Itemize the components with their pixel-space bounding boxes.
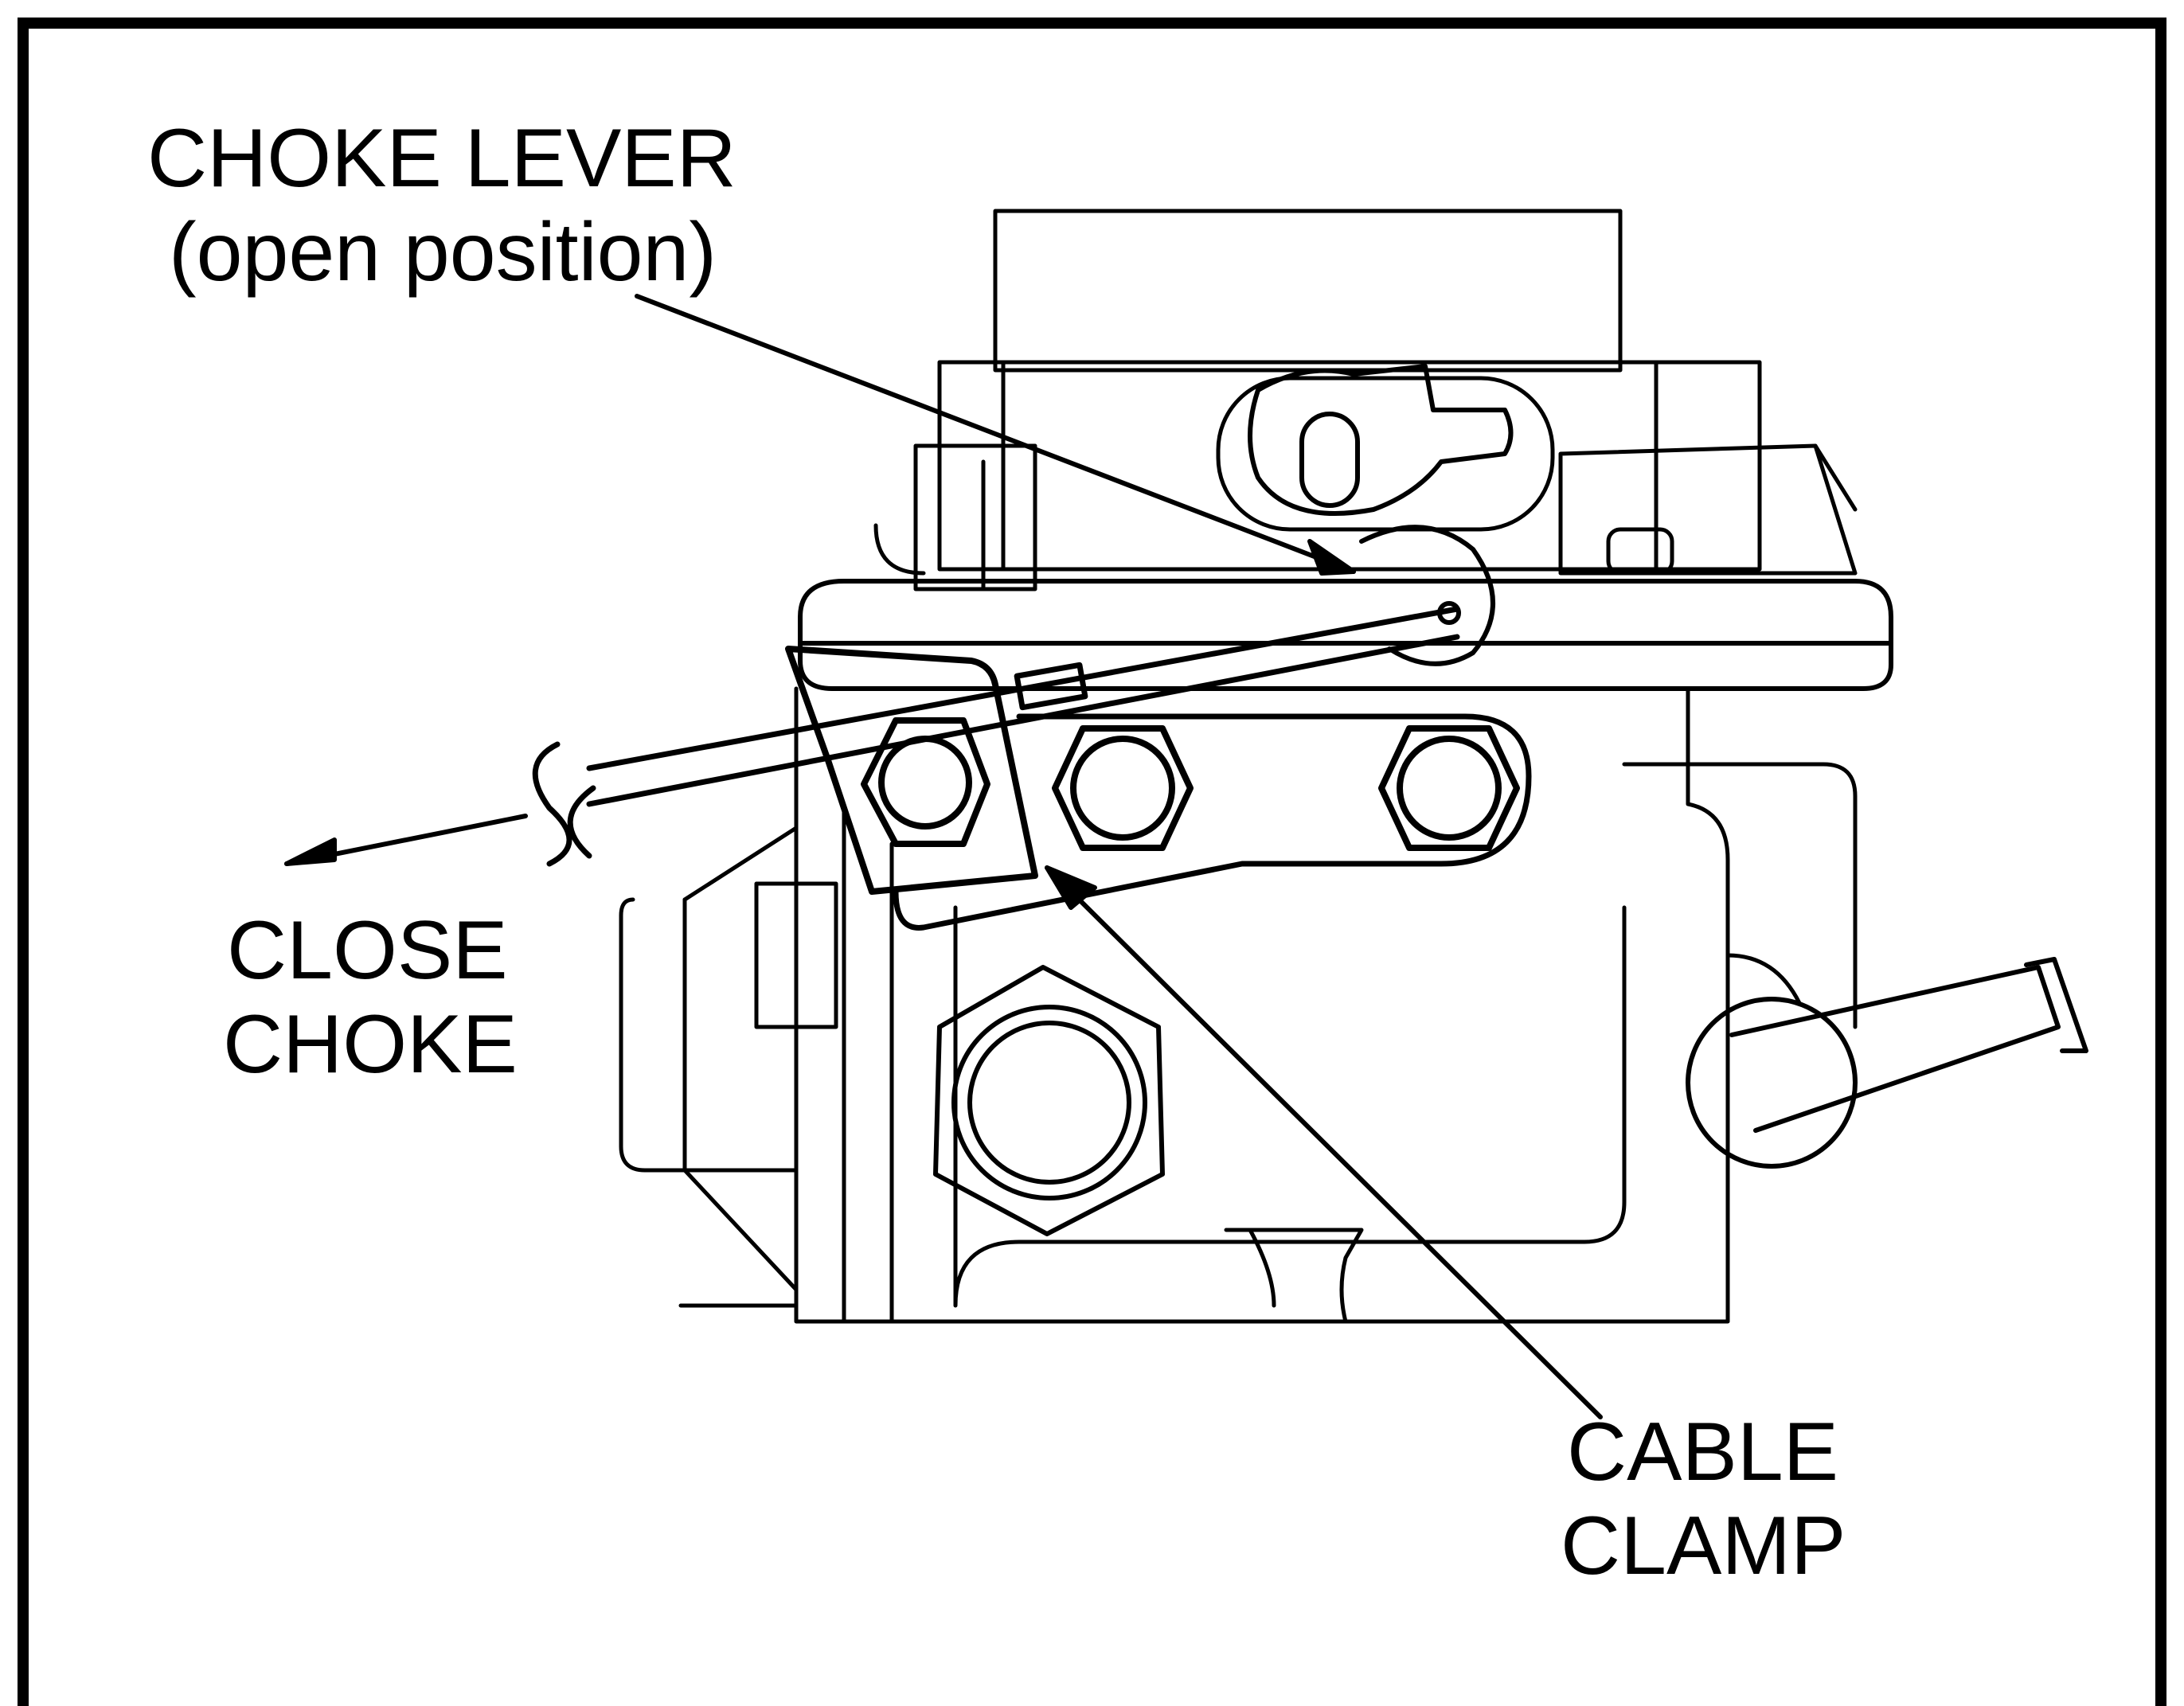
cable-clamp-plate (785, 646, 1038, 895)
diagram-frame (18, 18, 2166, 1706)
choke-lever-note: (open position) (169, 206, 717, 299)
choke-lever-label: CHOKE LEVER (147, 112, 736, 205)
bottom-nut (933, 965, 1165, 1236)
cable-clamp-label-line2: CLAMP (1561, 1500, 1846, 1592)
air-horn (937, 209, 1762, 572)
choke-lever (1248, 364, 1514, 666)
close-choke-label-line2: CHOKE (223, 998, 518, 1091)
fuel-inlet (1686, 957, 2088, 1169)
cable-clamp-label-line1: CABLE (1567, 1406, 1839, 1498)
float-bowl (619, 686, 1858, 1324)
close-choke-label-line1: CLOSE (227, 904, 508, 997)
main-flange (798, 579, 1893, 691)
choke-cable (532, 606, 1460, 867)
left-post (873, 443, 1037, 591)
clamp-bolts (861, 717, 1520, 851)
right-boss (1558, 443, 1858, 576)
leader-arrows (284, 294, 1603, 1419)
clamp-strap (893, 713, 1532, 931)
